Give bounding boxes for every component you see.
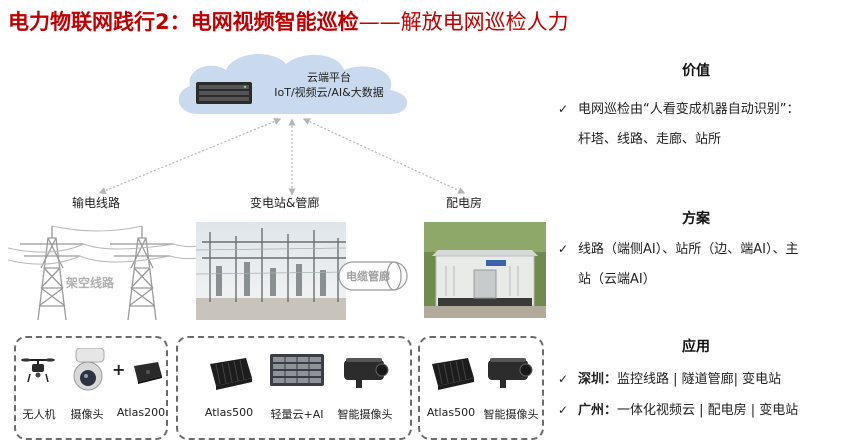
check-icon: ✓ xyxy=(558,242,569,256)
device-label-smart-camera: 智能摄像头 xyxy=(483,408,539,421)
smart-camera-icon xyxy=(488,358,533,388)
cable-tunnel-icon xyxy=(338,261,408,291)
application-text: 监控线路 | 隧道管廊| 变电站 xyxy=(617,372,782,387)
value-line2: 杆塔、线路、走廊、站所 xyxy=(578,132,722,147)
title-dash: —— xyxy=(358,10,401,34)
substation-scene xyxy=(195,222,347,320)
overhead-line-label: 架空线路 xyxy=(66,276,115,290)
value-bullet: ✓ 电网巡检由“人看变成机器自动识别”： 杆塔、线路、走廊、站所 xyxy=(558,94,850,155)
category-substation: 变电站&管廊 xyxy=(250,196,320,210)
device-label-camera: 摄像头 xyxy=(70,408,104,421)
application-city: 广州： xyxy=(578,403,618,418)
solution-line2: 站（云端AI） xyxy=(578,272,656,287)
device-label-atlas500: Atlas500 xyxy=(426,406,476,419)
distribution-room-icon xyxy=(424,222,546,318)
device-group-distribution: Atlas500 智能摄像头 xyxy=(418,336,544,440)
arrow-distribution xyxy=(302,118,466,194)
cloud-line1: 云端平台 xyxy=(307,71,351,84)
category-transmission: 输电线路 xyxy=(72,196,121,210)
solution-line1: 线路（端侧AI）、站所（边、端AI）、主 xyxy=(578,242,799,257)
title-sub: 解放电网巡检人力 xyxy=(400,10,569,34)
application-city: 深圳： xyxy=(578,372,618,387)
cable-tunnel-label: 电缆管廊 xyxy=(346,270,390,283)
distribution-scene xyxy=(424,222,546,318)
atlas500-icon xyxy=(210,358,252,390)
check-icon: ✓ xyxy=(558,102,569,116)
application-title: 应用 xyxy=(682,339,710,355)
lightweight-cloud-server-icon xyxy=(270,354,324,386)
application-item: ✓ 广州：一体化视频云 | 配电房 | 变电站 xyxy=(558,395,850,426)
transmission-scene: 架空线路 xyxy=(7,218,199,322)
title-main: 电力物联网践行2：电网视频智能巡检 xyxy=(8,10,359,34)
drone-icon xyxy=(21,358,55,383)
camera-icon xyxy=(73,348,105,391)
arrow-transmission xyxy=(98,118,282,194)
cable-tunnel: 电缆管廊 xyxy=(338,258,410,294)
smart-camera-icon xyxy=(344,358,389,388)
atlas200-icon xyxy=(134,362,162,384)
device-label-smart-camera: 智能摄像头 xyxy=(337,408,393,421)
solution-title: 方案 xyxy=(682,211,710,227)
atlas500-icon xyxy=(432,358,474,390)
cloud-line2: IoT/视频云/AI&大数据 xyxy=(274,86,384,99)
value-line1: 电网巡检由“人看变成机器自动识别”： xyxy=(578,102,800,117)
plus-sign: + xyxy=(112,360,126,379)
cloud-platform: 云端平台 IoT/视频云/AI&大数据 xyxy=(168,48,416,124)
application-item: ✓ 深圳：监控线路 | 隧道管廊| 变电站 xyxy=(558,364,850,395)
check-icon: ✓ xyxy=(558,403,569,417)
device-label-lightweight-cloud: 轻量云+AI xyxy=(270,408,324,421)
application-text: 一体化视频云 | 配电房 | 变电站 xyxy=(617,403,799,418)
device-group-edge: + 无人机 摄像头 Atlas200 xyxy=(14,336,168,440)
device-group-substation: Atlas500 轻量云+AI 智能摄像头 xyxy=(176,336,412,440)
check-icon: ✓ xyxy=(558,372,569,386)
application-list: ✓ 深圳：监控线路 | 隧道管廊| 变电站 ✓ 广州：一体化视频云 | 配电房 | … xyxy=(558,364,850,426)
solution-bullet: ✓ 线路（端侧AI）、站所（边、端AI）、主 站（云端AI） xyxy=(558,234,850,295)
device-label-atlas200: Atlas200 xyxy=(116,406,166,419)
transmission-tower-icon xyxy=(7,225,199,321)
substation-icon xyxy=(195,222,347,320)
category-distribution: 配电房 xyxy=(446,196,483,210)
device-label-atlas500: Atlas500 xyxy=(204,406,254,419)
server-icon xyxy=(196,82,252,104)
device-label-drone: 无人机 xyxy=(22,408,56,421)
value-title: 价值 xyxy=(682,63,710,79)
page-title: 电力物联网践行2：电网视频智能巡检——解放电网巡检人力 xyxy=(8,6,848,36)
